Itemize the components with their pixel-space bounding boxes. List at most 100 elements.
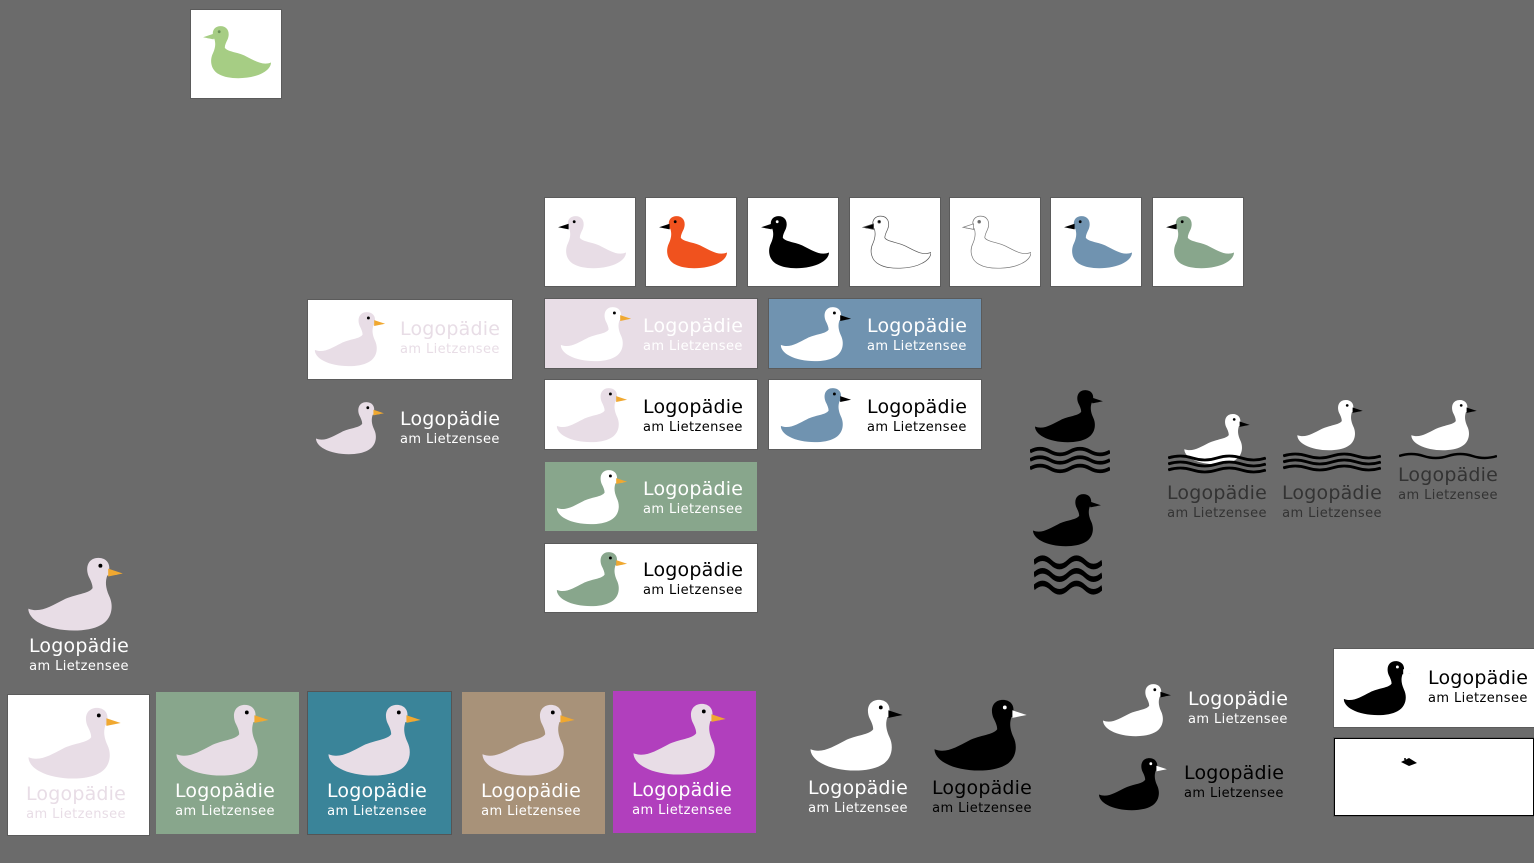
duck-tile-orange — [646, 198, 736, 286]
duck-waves-black-2 — [1028, 492, 1112, 600]
brand-text: Logopädie am Lietzensee — [8, 783, 144, 822]
brand-title: Logopädie — [631, 779, 733, 801]
logo-card-white-blue-duck: Logopädie am Lietzensee — [769, 380, 981, 449]
duck-icon — [555, 386, 631, 444]
logo-card-white-black-duck: Logopädie am Lietzensee — [1334, 649, 1534, 727]
brand-subtitle: am Lietzensee — [1428, 691, 1528, 706]
square-logo-taupe: Logopädie am Lietzensee — [462, 692, 605, 834]
brand-text: Logopädie am Lietzensee — [643, 559, 744, 598]
brand-title: Logopädie — [867, 396, 968, 418]
logo-waves-1: Logopädie am Lietzensee — [1162, 410, 1272, 525]
brand-subtitle: am Lietzensee — [867, 339, 967, 354]
square-logo-sage: Logopädie am Lietzensee — [156, 692, 299, 834]
brand-title: Logopädie — [1184, 762, 1285, 784]
brand-subtitle: am Lietzensee — [1167, 506, 1267, 521]
logo-stacked-pink: Logopädie am Lietzensee — [14, 555, 144, 680]
brand-title: Logopädie — [480, 780, 582, 802]
logo-card-blue: Logopädie am Lietzensee — [769, 299, 981, 368]
duck-tile-outline-light — [950, 198, 1040, 286]
brand-text: Logopädie am Lietzensee — [462, 780, 600, 819]
brand-text: Logopädie am Lietzensee — [14, 635, 144, 674]
brand-title: Logopädie — [931, 777, 1033, 799]
duck-icon — [174, 702, 274, 778]
duck-icon — [1100, 682, 1176, 738]
duck-icon — [1342, 659, 1418, 717]
duck-tile-outline — [850, 198, 940, 286]
brand-text: Logopädie am Lietzensee — [1188, 690, 1288, 727]
duck-icon — [1096, 756, 1172, 812]
duck-icon — [314, 400, 388, 456]
logo-horizontal-white: Logopädie am Lietzensee — [1100, 680, 1300, 740]
waves-icon — [1399, 452, 1497, 460]
brand-text: Logopädie am Lietzensee — [308, 780, 446, 819]
brand-text: Logopädie am Lietzensee — [800, 777, 916, 816]
brand-subtitle: am Lietzensee — [26, 807, 126, 822]
brand-subtitle: am Lietzensee — [327, 804, 427, 819]
duck-icon — [26, 705, 126, 781]
duck-tile-sage — [1153, 198, 1243, 286]
brand-text: Logopädie am Lietzensee — [1393, 464, 1503, 503]
brand-title: Logopädie — [1428, 667, 1529, 689]
duck-icon — [559, 305, 635, 363]
brand-title: Logopädie — [400, 408, 501, 430]
beak-icon — [1401, 758, 1417, 766]
duck-icon — [932, 697, 1032, 773]
brand-subtitle: am Lietzensee — [808, 801, 908, 816]
brand-title: Logopädie — [643, 315, 744, 337]
logo-stacked-white: Logopädie am Lietzensee — [800, 697, 916, 819]
brand-text: Logopädie am Lietzensee — [1162, 482, 1272, 521]
logo-card-pink: Logopädie am Lietzensee — [545, 299, 757, 368]
brand-title: Logopädie — [643, 559, 744, 581]
brand-text: Logopädie am Lietzensee — [924, 777, 1040, 816]
brand-text: Logopädie am Lietzensee — [400, 408, 501, 447]
brand-title: Logopädie — [807, 777, 909, 799]
brand-text: Logopädie am Lietzensee — [1277, 484, 1387, 521]
duck-icon — [555, 550, 631, 608]
brand-text: Logopädie am Lietzensee — [1428, 667, 1529, 706]
brand-text: Logopädie am Lietzensee — [867, 317, 967, 354]
brand-text: Logopädie am Lietzensee — [643, 315, 744, 354]
brand-title: Logopädie — [1166, 482, 1268, 504]
brand-text: Logopädie am Lietzensee — [867, 396, 968, 435]
duck-icon — [779, 386, 855, 444]
brand-subtitle: am Lietzensee — [481, 804, 581, 819]
duck-icon — [480, 702, 580, 778]
brand-subtitle: am Lietzensee — [867, 420, 967, 435]
duck-icon — [314, 310, 388, 368]
brand-subtitle: am Lietzensee — [400, 342, 500, 357]
brand-title: Logopädie — [326, 780, 428, 802]
brand-subtitle: am Lietzensee — [1184, 786, 1284, 801]
brand-subtitle: am Lietzensee — [175, 804, 275, 819]
waves-icon — [1168, 454, 1266, 474]
brand-title: Logopädie — [28, 635, 130, 657]
brand-title: Logopädie — [1397, 464, 1499, 486]
duck-icon — [631, 701, 731, 777]
duck-icon — [555, 214, 627, 270]
logo-waves-2: Logopädie am Lietzensee — [1277, 396, 1387, 526]
square-logo-magenta: Logopädie am Lietzensee — [613, 691, 756, 833]
duck-icon — [26, 555, 128, 633]
brand-title: Logopädie — [400, 318, 501, 340]
duck-icon — [1032, 492, 1104, 548]
logo-card-white-empty — [1334, 738, 1534, 816]
brand-title: Logopädie — [643, 396, 744, 418]
leaf-duck-tile — [191, 10, 281, 98]
brand-text: Logopädie am Lietzensee — [400, 318, 501, 357]
logo-card-white-pink: Logopädie am Lietzensee — [308, 300, 512, 379]
brand-subtitle: am Lietzensee — [29, 659, 129, 674]
duck-icon — [555, 468, 631, 526]
duck-tile-black — [748, 198, 838, 286]
duck-icon — [1163, 214, 1235, 270]
waves-icon — [1034, 554, 1102, 596]
duck-tile-blue — [1051, 198, 1141, 286]
duck-tile-pink — [545, 198, 635, 286]
square-logo-white: Logopädie am Lietzensee — [8, 695, 149, 835]
logo-card-white-pink-duck: Logopädie am Lietzensee — [545, 380, 757, 449]
brand-title: Logopädie — [25, 783, 127, 805]
brand-text: Logopädie am Lietzensee — [613, 779, 751, 818]
brand-text: Logopädie am Lietzensee — [643, 396, 744, 435]
square-logo-teal: Logopädie am Lietzensee — [308, 692, 451, 834]
brand-text: Logopädie am Lietzensee — [643, 480, 743, 517]
duck-waves-black-1 — [1028, 388, 1112, 478]
duck-icon — [860, 214, 932, 270]
